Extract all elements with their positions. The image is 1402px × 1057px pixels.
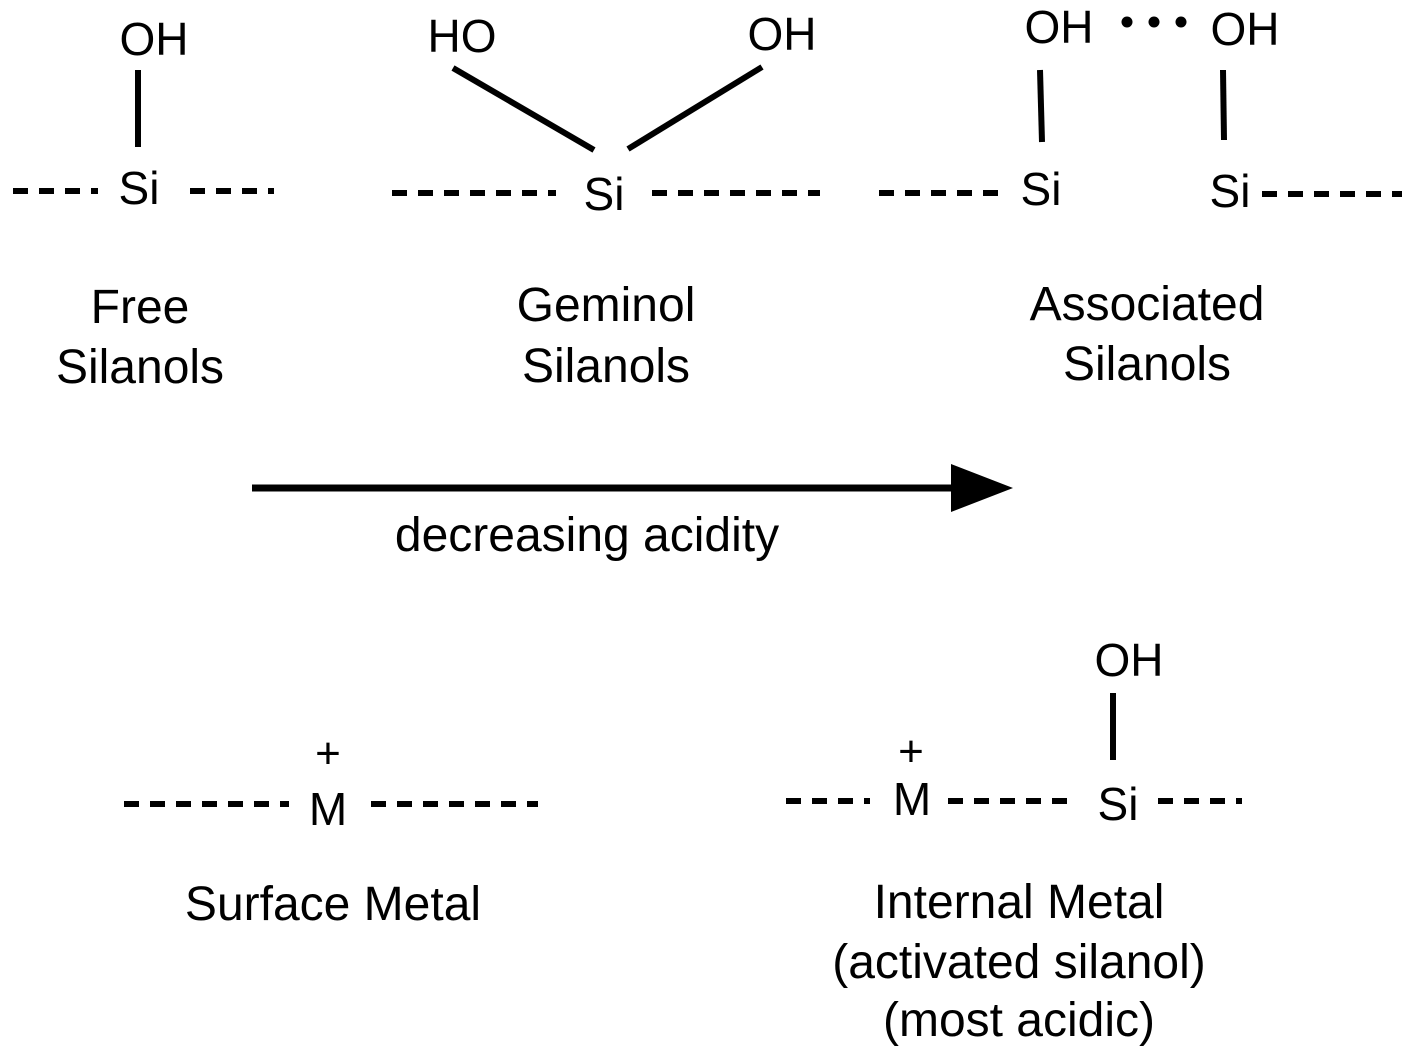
associated-oh-right-atom: OH <box>1211 3 1280 55</box>
internal-metal-atom: M <box>893 773 931 825</box>
geminol-right-bond <box>626 64 764 152</box>
internal-metal-charge: + <box>898 727 924 776</box>
free-oh-atom: OH <box>120 13 189 65</box>
internal-metal-label-line2: (activated silanol) <box>832 936 1206 989</box>
associated-label-line1: Associated <box>1030 278 1265 331</box>
associated-si-left-atom: Si <box>1021 163 1062 215</box>
internal-si-atom: Si <box>1098 778 1139 830</box>
internal-metal-label-line1: Internal Metal <box>874 876 1165 929</box>
associated-si-right-atom: Si <box>1210 165 1251 217</box>
surface-metal-atom: M <box>309 783 347 835</box>
internal-oh-atom: OH <box>1095 634 1164 686</box>
hbond-dot-1 <box>1121 16 1133 28</box>
surface-metal-label: Surface Metal <box>185 878 481 931</box>
geminol-left-bond <box>451 65 596 153</box>
associated-right-bond <box>1220 69 1227 141</box>
arrow-label: decreasing acidity <box>395 509 779 562</box>
surface-metal-charge: + <box>315 729 341 778</box>
arrow-head-icon <box>951 464 1013 512</box>
geminol-silanol-structure: HO OH Si Geminol Silanols <box>392 8 820 393</box>
associated-left-bond <box>1037 69 1045 143</box>
geminol-label-line1: Geminol <box>517 279 696 332</box>
associated-silanol-structure: OH OH Si Si Associated Silanols <box>879 1 1402 391</box>
free-silanol-structure: OH Si Free Silanols <box>13 13 274 394</box>
associated-oh-left-atom: OH <box>1025 1 1094 53</box>
surface-metal-structure: + M Surface Metal <box>124 729 538 931</box>
geminol-ho-atom: HO <box>428 10 497 62</box>
hydrogen-bond-dots <box>1121 16 1187 28</box>
associated-label-line2: Silanols <box>1063 338 1231 391</box>
free-si-atom: Si <box>119 162 160 214</box>
internal-metal-structure: + M OH Si Internal Metal (activated sila… <box>786 634 1242 1047</box>
free-label-line2: Silanols <box>56 341 224 394</box>
hbond-dot-3 <box>1175 16 1187 28</box>
geminol-si-atom: Si <box>584 168 625 220</box>
acidity-trend-arrow: decreasing acidity <box>252 464 1013 562</box>
geminol-label-line2: Silanols <box>522 340 690 393</box>
geminol-oh-atom: OH <box>748 8 817 60</box>
hbond-dot-2 <box>1148 16 1160 28</box>
free-label-line1: Free <box>91 281 190 334</box>
internal-metal-label-line3: (most acidic) <box>883 994 1155 1047</box>
